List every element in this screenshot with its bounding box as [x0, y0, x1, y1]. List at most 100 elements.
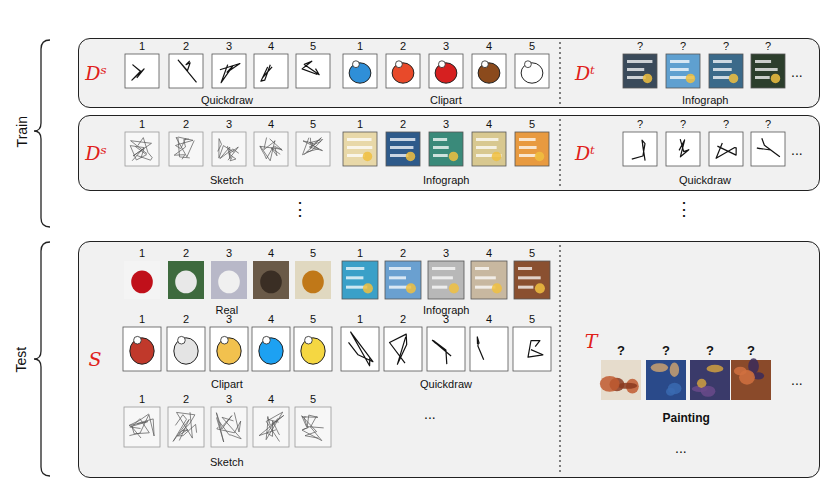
tile-frame	[471, 261, 507, 299]
sketch-stroke	[757, 138, 779, 156]
image-tile	[600, 360, 641, 400]
sketch-stroke	[390, 334, 407, 364]
paint-stroke	[670, 363, 679, 377]
tile-frame	[513, 327, 551, 371]
clipart-shape	[134, 336, 142, 344]
tile-frame	[254, 132, 288, 166]
sketch-stroke	[302, 61, 319, 74]
sketch-stroke	[270, 139, 283, 156]
image-tile	[514, 261, 550, 299]
sketch-stroke	[632, 140, 645, 160]
sketch-stroke	[349, 332, 373, 366]
clipart-shape	[259, 338, 283, 364]
domain-symbol: S	[88, 350, 101, 369]
image-tile	[386, 54, 420, 88]
domain-name: Clipart	[211, 378, 243, 390]
class-number: 1	[139, 313, 145, 325]
sketch-stroke	[177, 412, 195, 438]
class-number: 4	[268, 393, 274, 405]
tile-frame	[342, 261, 378, 299]
photo-subject	[218, 271, 240, 294]
domain-symbol: Dᵗ	[575, 64, 595, 83]
tile-frame	[294, 327, 332, 371]
sketch-stroke	[130, 146, 146, 161]
photo-ground	[295, 261, 331, 299]
infograph-bar	[347, 154, 365, 157]
class-number: 5	[529, 118, 535, 130]
unknown-mark: ?	[706, 344, 714, 358]
sketch-stroke	[173, 415, 189, 442]
class-number: 2	[183, 40, 189, 52]
image-tile	[343, 54, 377, 88]
infograph-bar	[518, 267, 532, 270]
class-number: 4	[486, 40, 492, 52]
group-label: Train	[15, 116, 30, 147]
image-tile	[124, 261, 160, 299]
image-tile	[515, 132, 549, 166]
infograph-bar	[432, 286, 447, 289]
image-tile	[212, 132, 246, 166]
ellipsis: ...	[675, 441, 687, 456]
tile-frame	[212, 132, 246, 166]
image-tile	[472, 132, 506, 166]
sketch-stroke	[477, 337, 483, 360]
class-number: 1	[357, 247, 363, 259]
image-tile	[623, 132, 657, 166]
infograph-icon	[492, 152, 502, 162]
sketch-stroke	[266, 412, 283, 441]
photo-subject	[175, 271, 197, 294]
image-tile	[472, 54, 506, 88]
tile-frame	[125, 54, 159, 88]
tile-frame	[666, 132, 700, 166]
image-tile	[296, 132, 330, 166]
infograph-bar	[346, 267, 364, 270]
sketch-stroke	[132, 65, 144, 80]
class-number: 3	[443, 313, 449, 325]
paint-stroke	[617, 383, 637, 389]
photo-ground	[253, 261, 289, 299]
bracket	[34, 40, 50, 227]
sketch-stroke	[716, 143, 736, 158]
tile-frame	[384, 327, 422, 371]
domain-name: Infograph	[423, 174, 469, 186]
painting-ground	[690, 360, 730, 400]
tile-frame	[343, 54, 377, 88]
infograph-icon	[363, 152, 373, 162]
tile-frame	[472, 54, 506, 88]
clipart-shape	[525, 61, 532, 68]
class-number: 2	[400, 247, 406, 259]
tile-frame	[168, 407, 204, 447]
tile-frame	[212, 54, 246, 88]
sketch-stroke	[129, 415, 154, 437]
class-number: 4	[268, 40, 274, 52]
infograph-bar	[518, 286, 533, 289]
image-tile	[384, 327, 422, 371]
image-tile	[295, 407, 331, 447]
paint-stroke	[668, 383, 682, 394]
sketch-stroke	[131, 141, 152, 158]
photo-subject	[302, 271, 324, 294]
class-number: 1	[139, 40, 145, 52]
sketch-stroke	[302, 416, 324, 439]
domain-symbol: Dˢ	[85, 64, 107, 83]
class-number: 3	[226, 118, 232, 130]
tile-frame	[709, 132, 743, 166]
tile-frame	[125, 132, 159, 166]
unknown-mark: ?	[765, 40, 771, 52]
image-tile	[124, 407, 160, 447]
class-number: 4	[486, 118, 492, 130]
image-tile	[341, 327, 379, 371]
tile-frame	[514, 261, 550, 299]
class-number: 5	[529, 40, 535, 52]
tile-frame	[385, 261, 421, 299]
tile-frame	[296, 132, 330, 166]
paint-stroke	[701, 386, 716, 397]
class-number: 3	[226, 40, 232, 52]
domain-name: Infograph	[682, 94, 728, 106]
tile-frame	[709, 54, 743, 88]
tile-frame	[427, 327, 465, 371]
class-number: 2	[183, 118, 189, 130]
class-number: 2	[400, 118, 406, 130]
panel-ground	[78, 241, 820, 478]
infograph-bar	[432, 267, 455, 270]
